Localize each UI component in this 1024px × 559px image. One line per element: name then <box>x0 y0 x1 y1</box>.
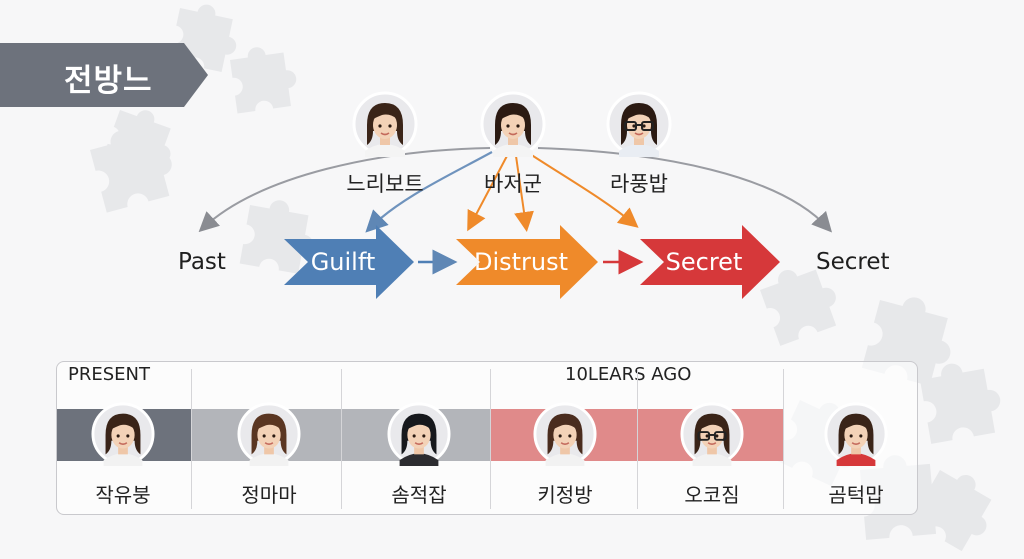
character-portrait-3 <box>606 91 672 157</box>
timeline-divider <box>341 369 342 509</box>
character-name-1: 느리보트 <box>346 172 424 196</box>
line-to-secret <box>529 153 639 228</box>
timeline-portrait-4 <box>533 402 597 466</box>
timeline-name-5: 오코짐 <box>684 483 740 507</box>
arc-to-past <box>198 147 491 233</box>
timeline-name-4: 키정방 <box>537 483 593 507</box>
character-portrait-1 <box>352 91 418 157</box>
timeline-portrait-1 <box>91 402 155 466</box>
flow-end-label: Secret <box>816 249 890 275</box>
timeline-name-3: 솜적잡 <box>391 483 447 507</box>
line-to-distrust-2 <box>514 155 534 232</box>
character-name-3: 라풍밥 <box>610 172 668 196</box>
line-to-distrust-1 <box>467 153 509 232</box>
timeline-portrait-5 <box>680 402 744 466</box>
timeline-past-label: 10LEARS AGO <box>565 364 692 385</box>
timeline-portrait-6 <box>824 402 888 466</box>
line-to-guilft <box>365 151 493 233</box>
timeline-name-1: 작유붕 <box>95 483 151 507</box>
character-name-2: 바저군 <box>484 172 542 196</box>
timeline-present-label: PRESENT <box>68 364 150 385</box>
timeline-divider <box>637 369 638 509</box>
timeline-divider <box>490 369 491 509</box>
stage-label-secret: Secret <box>665 248 743 276</box>
timeline-divider <box>191 369 192 509</box>
timeline-portrait-2 <box>237 402 301 466</box>
flow-start-label: Past <box>178 249 226 275</box>
page-title: 전방느 <box>64 63 153 99</box>
character-portrait-2 <box>480 91 546 157</box>
stage-label-guilft: Guilft <box>310 248 376 276</box>
stage-label-distrust: Distrust <box>473 248 569 276</box>
title-banner: 전방느 <box>0 43 208 107</box>
timeline-portrait-3 <box>387 402 451 466</box>
timeline-name-6: 곰턱맙 <box>828 483 884 507</box>
timeline-divider <box>783 369 784 509</box>
timeline-name-2: 정마마 <box>241 483 297 507</box>
arc-to-secret <box>537 147 833 233</box>
